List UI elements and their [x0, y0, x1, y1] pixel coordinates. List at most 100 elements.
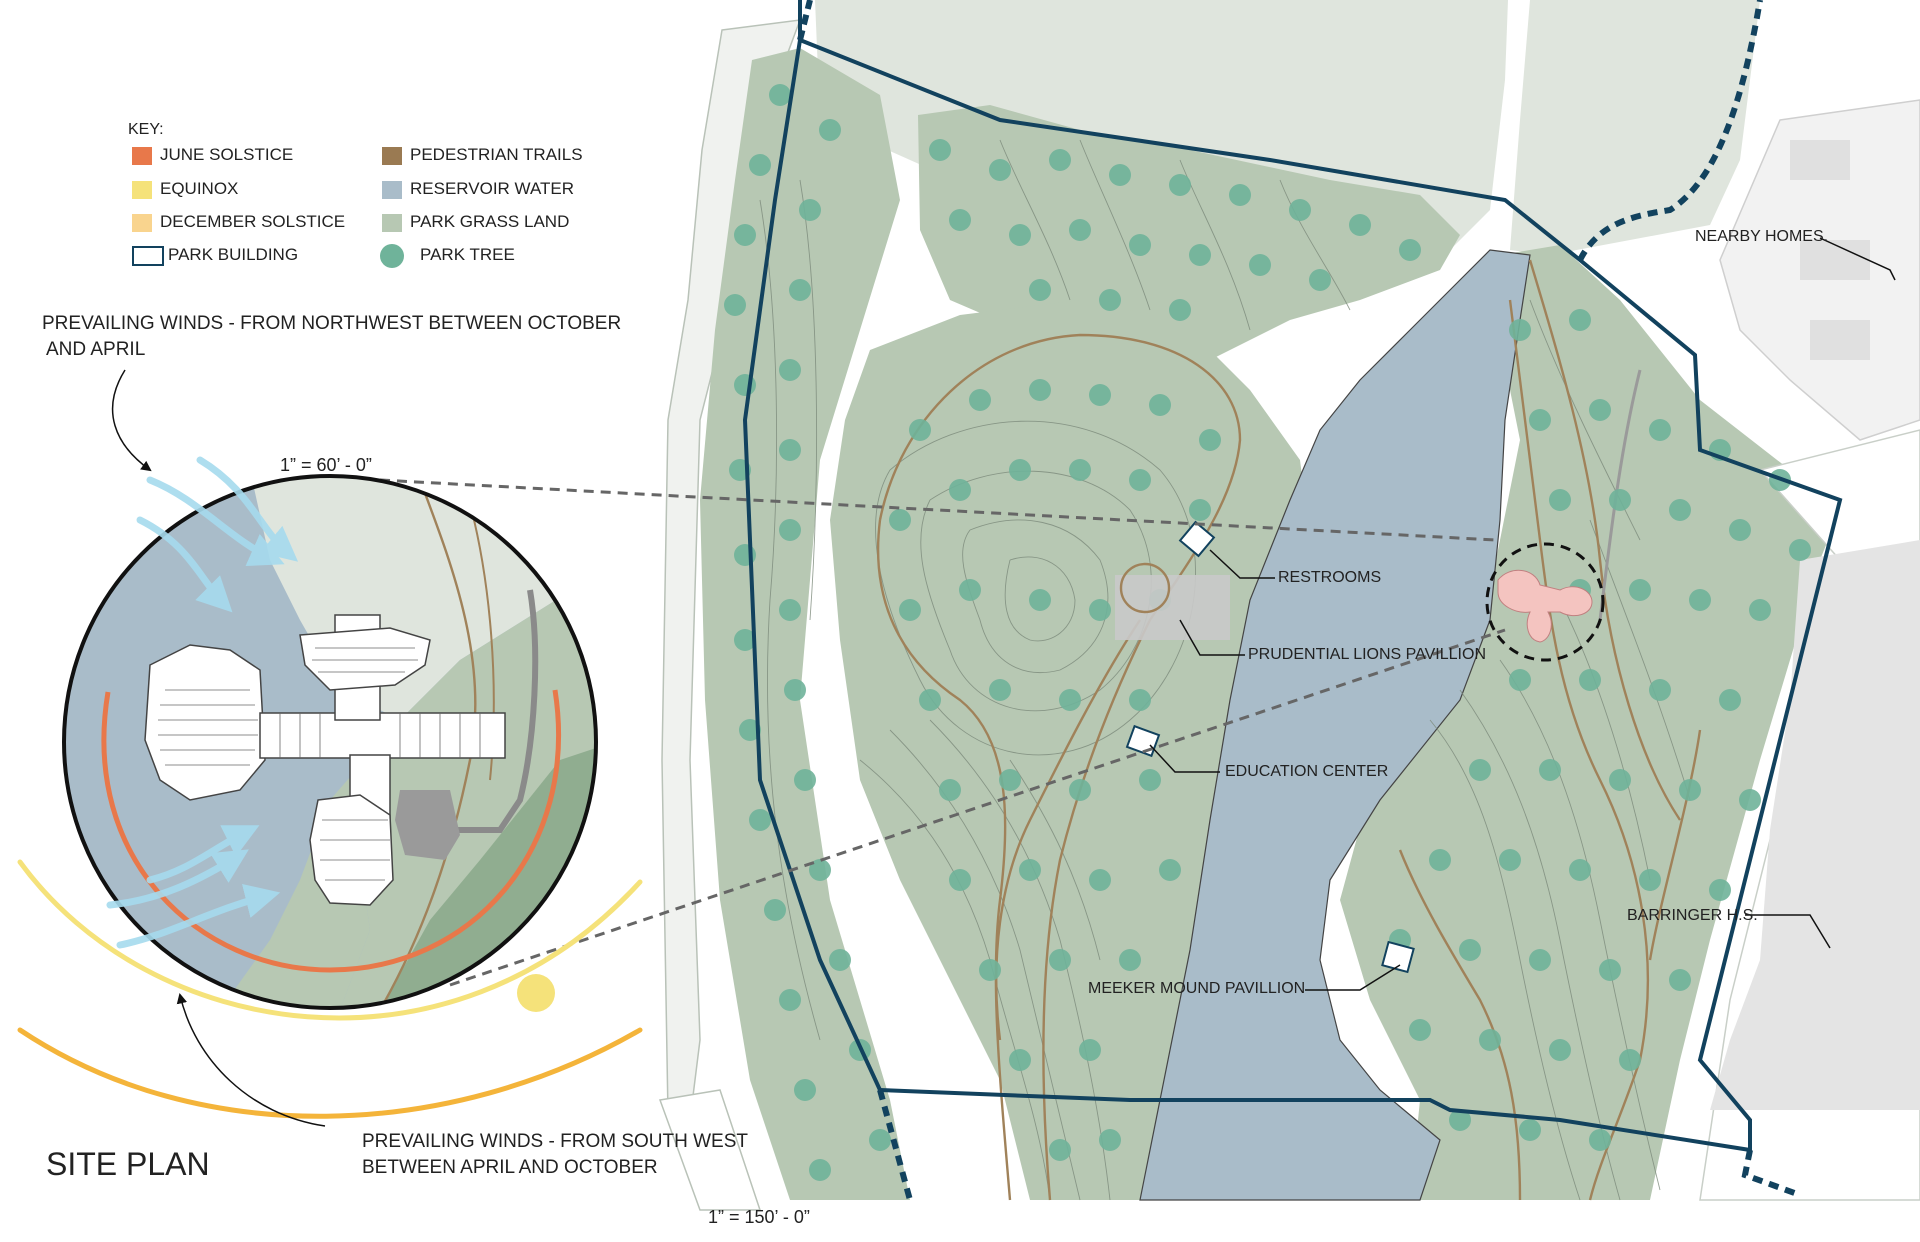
legend-swatch-park-tree: [380, 244, 404, 268]
legend-label-park-grass-land: PARK GRASS LAND: [410, 212, 570, 231]
park-tree: [724, 294, 746, 316]
legend-label-reservoir-water: RESERVOIR WATER: [410, 179, 575, 198]
contour-lines: [759, 139, 1691, 1201]
detail-plaza: [395, 790, 460, 860]
detail-structure-west: [144, 644, 266, 801]
callout-prudential-lions-pavillion: PRUDENTIAL LIONS PAVILLION: [1248, 646, 1486, 663]
pavilion-detail-marker: [1497, 570, 1593, 643]
equinox-arc: [17, 859, 643, 1021]
boundary-dashed-northeast: [1577, 0, 1763, 262]
park-tree: [1669, 499, 1691, 521]
park-tree: [764, 899, 786, 921]
detail-connector-bottom: [449, 628, 1506, 987]
park-tree: [784, 679, 806, 701]
winds-southwest-note-line2: BETWEEN APRIL AND OCTOBER: [362, 1157, 658, 1178]
legend-label-december-solstice: DECEMBER SOLSTICE: [160, 212, 346, 231]
park-tree: [989, 159, 1011, 181]
park-tree: [794, 769, 816, 791]
wind-arrow-sw-3: [146, 825, 260, 884]
park-tree: [1789, 539, 1811, 561]
park-tree: [1009, 224, 1031, 246]
park-tree: [779, 359, 801, 381]
winds-northwest-note-line2: AND APRIL: [46, 339, 146, 360]
park-tree: [734, 629, 756, 651]
park-tree: [1649, 419, 1671, 441]
park-tree: [1599, 959, 1621, 981]
detail-circle-border: [62, 474, 598, 1010]
prudential-plaza: [1115, 575, 1230, 640]
park-tree: [949, 479, 971, 501]
park-boundary-west: [742, 39, 882, 1091]
park-tree: [809, 1159, 831, 1181]
callout-education-center: EDUCATION CENTER: [1225, 763, 1389, 780]
park-tree: [1069, 219, 1091, 241]
park-tree: [939, 779, 961, 801]
park-tree: [999, 769, 1021, 791]
park-grass-west-strip: [700, 48, 910, 1200]
park-tree: [1509, 319, 1531, 341]
park-tree: [1089, 384, 1111, 406]
park-tree: [1719, 689, 1741, 711]
park-tree: [1029, 589, 1051, 611]
callout-barringer-hs: BARRINGER H.S.: [1627, 907, 1758, 924]
park-tree: [1459, 939, 1481, 961]
meeker-pavillion-building: [1381, 940, 1415, 974]
park-tree: [989, 679, 1011, 701]
park-tree: [949, 869, 971, 891]
detail-structure-south: [309, 794, 394, 906]
wind-arrow-nw-2: [196, 456, 299, 562]
park-tree: [919, 689, 941, 711]
park-tree: [1029, 279, 1051, 301]
leader-lines: [1149, 237, 1896, 991]
wind-arrows: [106, 456, 299, 949]
park-tree: [1089, 869, 1111, 891]
callout-meeker-mound-pavillion: MEEKER MOUND PAVILLION: [1088, 980, 1306, 997]
park-tree: [929, 139, 951, 161]
legend-swatch-december-solstice: [132, 214, 152, 232]
winds-northwest-note-line1: PREVAILING WINDS - FROM NORTHWEST BETWEE…: [42, 313, 622, 334]
park-tree: [1289, 199, 1311, 221]
park-tree: [869, 1129, 891, 1151]
park-tree: [1129, 234, 1151, 256]
park-tree: [799, 199, 821, 221]
sun-icon: [517, 974, 555, 1012]
park-tree: [1619, 1049, 1641, 1071]
detail-structure-north: [299, 627, 431, 691]
park-tree: [969, 389, 991, 411]
boundary-dashed-southwest: [877, 1089, 913, 1201]
park-tree: [1639, 869, 1661, 891]
park-tree: [1129, 689, 1151, 711]
park-buildings: [1115, 520, 1605, 974]
park-tree: [1499, 849, 1521, 871]
park-boundary: [798, 0, 1843, 1153]
park-tree: [779, 439, 801, 461]
site-scale-label: 1” = 150’ - 0”: [708, 1207, 810, 1227]
park-tree: [1709, 879, 1731, 901]
legend-swatch-equinox: [132, 181, 152, 199]
site-plan-title: SITE PLAN: [46, 1146, 210, 1182]
park-tree: [909, 419, 931, 441]
park-tree: [959, 579, 981, 601]
park-tree: [1049, 949, 1071, 971]
park-tree: [1649, 679, 1671, 701]
park-tree: [1139, 769, 1161, 791]
key-title: KEY:: [128, 121, 164, 138]
park-tree: [1189, 499, 1211, 521]
winds-southwest-note-line1: PREVAILING WINDS - FROM SOUTH WEST: [362, 1131, 748, 1152]
site-map-main: [379, 0, 1920, 1211]
park-tree: [1049, 149, 1071, 171]
southwest-context: [658, 1089, 762, 1211]
park-tree: [1159, 859, 1181, 881]
park-tree: [1119, 949, 1141, 971]
park-tree: [1099, 289, 1121, 311]
park-tree: [949, 209, 971, 231]
park-tree: [1629, 579, 1651, 601]
park-tree: [1539, 759, 1561, 781]
park-tree: [1009, 1049, 1031, 1071]
park-tree: [1549, 489, 1571, 511]
park-tree: [1549, 1039, 1571, 1061]
park-tree: [1189, 244, 1211, 266]
restrooms-building: [1178, 520, 1216, 558]
park-grass-central-hill: [830, 300, 1310, 1200]
